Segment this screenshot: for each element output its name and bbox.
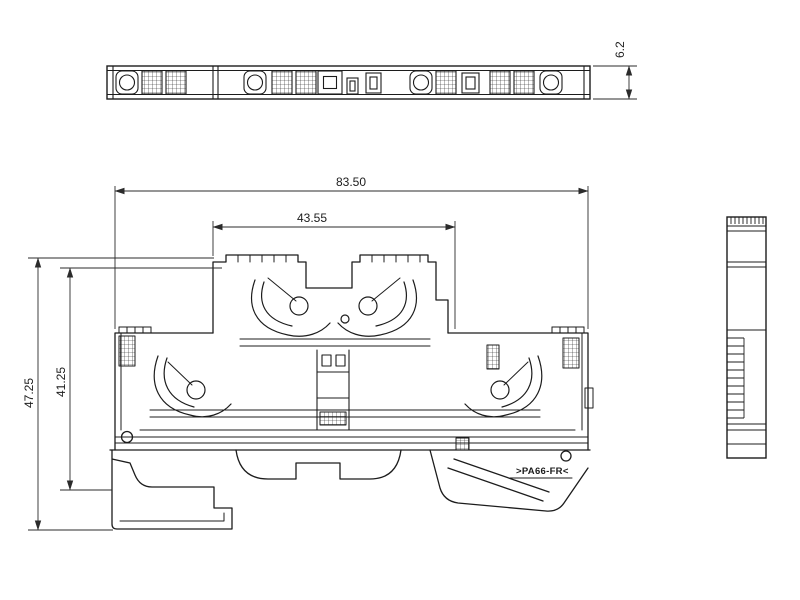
top-view (106, 65, 591, 100)
dimension-6-2: 6.2 (593, 41, 637, 100)
shoulder-combs (118, 326, 585, 334)
left-shoulder-outline (114, 332, 214, 451)
dimension-47-25-label: 47.25 (22, 378, 36, 408)
clamp-tower-teeth (237, 254, 421, 263)
busbars (149, 338, 541, 418)
right-latch (584, 387, 594, 409)
side-view-top-comb (730, 217, 764, 224)
dimension-83-50: 83.50 (114, 175, 589, 329)
mounting-hole-left (120, 430, 134, 444)
release-levers (167, 277, 529, 386)
top-view-outline (106, 65, 591, 100)
dimension-43-55-label: 43.55 (297, 211, 327, 225)
dimension-43-55: 43.55 (212, 211, 456, 329)
right-shoulder-outline (447, 332, 589, 451)
dimension-41-25-label: 41.25 (54, 367, 68, 397)
top-view-contact-windows (141, 70, 535, 95)
clamp-springs (153, 279, 543, 418)
contact-hatches (118, 335, 580, 451)
side-view-steps (727, 337, 745, 419)
mounting-hole-right (560, 450, 572, 462)
top-view-wire-entries (115, 70, 563, 95)
side-view (726, 216, 767, 459)
front-view: >PA66-FR< (109, 254, 594, 530)
center-housing-outline (212, 254, 449, 334)
center-column (316, 349, 350, 431)
dimension-41-25: 41.25 (54, 267, 222, 491)
rail-seat (109, 429, 591, 451)
top-view-center-details (317, 70, 480, 95)
side-view-outline (726, 216, 767, 459)
dimension-47-25: 47.25 (22, 257, 214, 531)
dimension-6-2-label: 6.2 (613, 41, 627, 58)
din-rail-foot (111, 449, 589, 530)
clamp-pivots (186, 296, 510, 400)
dimension-83-50-label: 83.50 (336, 175, 366, 189)
material-marking: >PA66-FR< (516, 466, 569, 477)
